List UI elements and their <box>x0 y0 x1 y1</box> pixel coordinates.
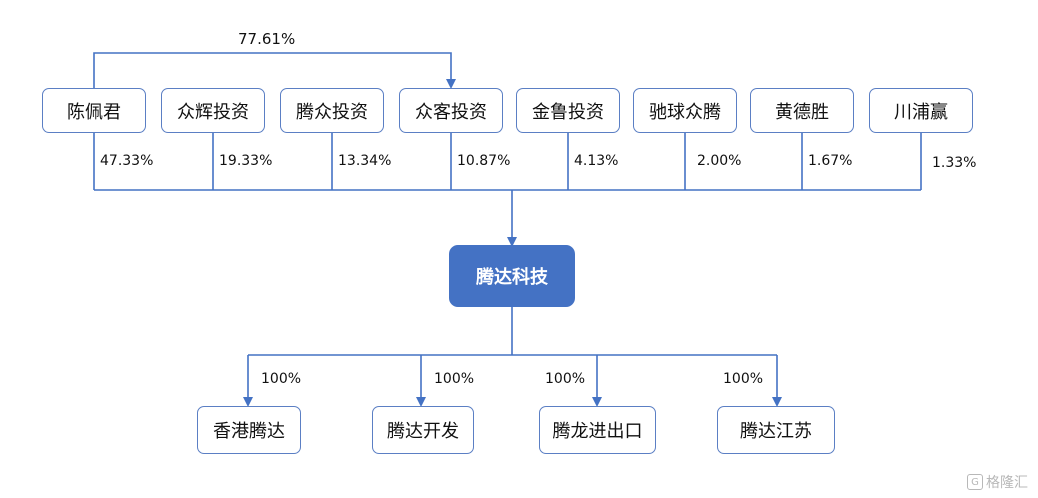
shareholder-box[interactable]: 川浦赢 <box>869 88 973 133</box>
shareholder-label: 金鲁投资 <box>532 101 604 123</box>
shareholder-pct: 2.00% <box>697 153 742 169</box>
shareholder-pct: 47.33% <box>100 153 154 169</box>
shareholder-label: 黄德胜 <box>775 101 829 123</box>
shareholder-box[interactable]: 驰球众腾 <box>633 88 737 133</box>
shareholder-box[interactable]: 众客投资 <box>399 88 503 133</box>
subsidiary-pct: 100% <box>545 371 586 387</box>
subsidiary-label: 腾达江苏 <box>740 421 812 442</box>
shareholder-pct: 4.13% <box>574 153 619 169</box>
subsidiary-box[interactable]: 腾达江苏 <box>717 406 835 454</box>
center-company-box[interactable]: 腾达科技 <box>449 245 575 307</box>
shareholder-box[interactable]: 陈佩君 <box>42 88 146 133</box>
g-logo-icon: G <box>967 474 983 490</box>
watermark: G 格隆汇 <box>967 472 1028 492</box>
shareholder-pct: 13.34% <box>338 153 392 169</box>
shareholder-label: 陈佩君 <box>67 101 121 123</box>
center-company-label: 腾达科技 <box>476 267 548 288</box>
subsidiary-box[interactable]: 香港腾达 <box>197 406 301 454</box>
subsidiary-box[interactable]: 腾龙进出口 <box>539 406 656 454</box>
subsidiary-label: 香港腾达 <box>213 421 285 442</box>
shareholder-pct: 10.87% <box>457 153 511 169</box>
subsidiary-pct: 100% <box>723 371 764 387</box>
shareholder-label: 腾众投资 <box>296 101 368 123</box>
shareholder-label: 众辉投资 <box>177 101 249 123</box>
top-link-line <box>93 52 456 90</box>
subsidiary-pct: 100% <box>434 371 475 387</box>
top-link-pct: 77.61% <box>238 30 296 48</box>
shareholder-box[interactable]: 金鲁投资 <box>516 88 620 133</box>
subsidiary-label: 腾龙进出口 <box>552 421 643 442</box>
subsidiary-box[interactable]: 腾达开发 <box>372 406 474 454</box>
subsidiary-pct: 100% <box>261 371 302 387</box>
shareholder-label: 驰球众腾 <box>649 101 721 123</box>
shareholder-pct: 1.67% <box>808 153 853 169</box>
shareholder-pct: 19.33% <box>219 153 273 169</box>
shareholder-box[interactable]: 黄德胜 <box>750 88 854 133</box>
shareholder-box[interactable]: 众辉投资 <box>161 88 265 133</box>
shareholder-box[interactable]: 腾众投资 <box>280 88 384 133</box>
shareholder-pct: 1.33% <box>932 155 977 171</box>
subsidiary-label: 腾达开发 <box>387 421 459 442</box>
shareholder-label: 众客投资 <box>415 101 487 123</box>
shareholder-label: 川浦赢 <box>894 101 948 123</box>
watermark-text: 格隆汇 <box>986 475 1028 491</box>
